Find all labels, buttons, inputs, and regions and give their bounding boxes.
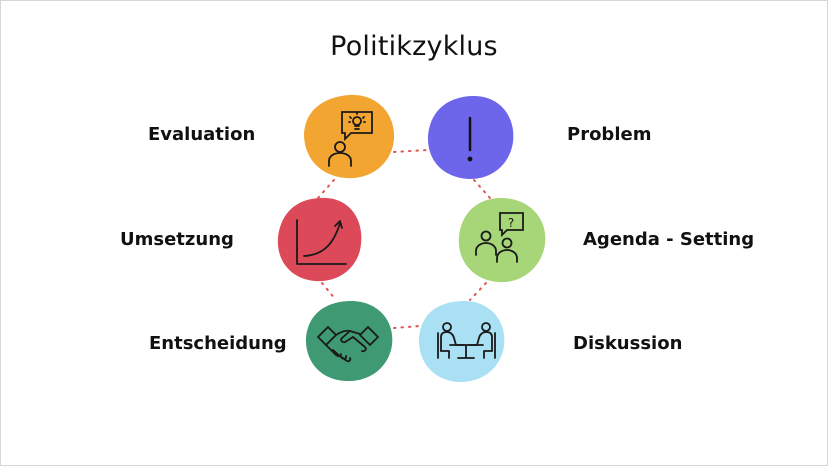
stage-diskussion <box>418 300 505 383</box>
connector-problem-agenda <box>473 179 491 199</box>
stage-evaluation <box>304 94 395 179</box>
stage-label-diskussion: Diskussion <box>573 333 683 354</box>
person-idea-icon <box>328 111 373 167</box>
connector-evaluation-problem <box>393 149 429 153</box>
cycle-connectors <box>317 149 491 329</box>
exclamation-icon <box>467 116 473 162</box>
connector-entscheidung-umsetzung <box>321 282 337 301</box>
diskussion-blob <box>418 300 505 383</box>
stage-label-problem: Problem <box>567 124 652 145</box>
stage-label-agenda-setting: Agenda - Setting <box>583 229 755 250</box>
stage-problem <box>427 95 514 180</box>
entscheidung-blob <box>305 300 393 382</box>
connector-diskussion-entscheidung <box>393 325 421 329</box>
diagram-title: Politikzyklus <box>330 31 498 62</box>
stage-entscheidung <box>305 300 393 382</box>
stage-label-evaluation: Evaluation <box>148 124 256 145</box>
people-question-icon: ? <box>475 212 524 263</box>
stage-umsetzung <box>277 197 362 282</box>
table-discussion-icon <box>437 322 496 359</box>
umsetzung-blob <box>277 197 362 282</box>
stage-agenda-setting: ? <box>458 197 546 283</box>
connector-umsetzung-evaluation <box>317 179 335 199</box>
agenda-setting-blob <box>458 197 546 283</box>
handshake-icon <box>317 326 379 363</box>
connector-agenda-diskussion <box>469 282 487 301</box>
stage-label-umsetzung: Umsetzung <box>120 229 234 250</box>
evaluation-blob <box>304 94 395 179</box>
svg-text:?: ? <box>508 216 514 230</box>
growth-chart-icon <box>296 219 347 265</box>
stage-label-entscheidung: Entscheidung <box>149 333 287 354</box>
